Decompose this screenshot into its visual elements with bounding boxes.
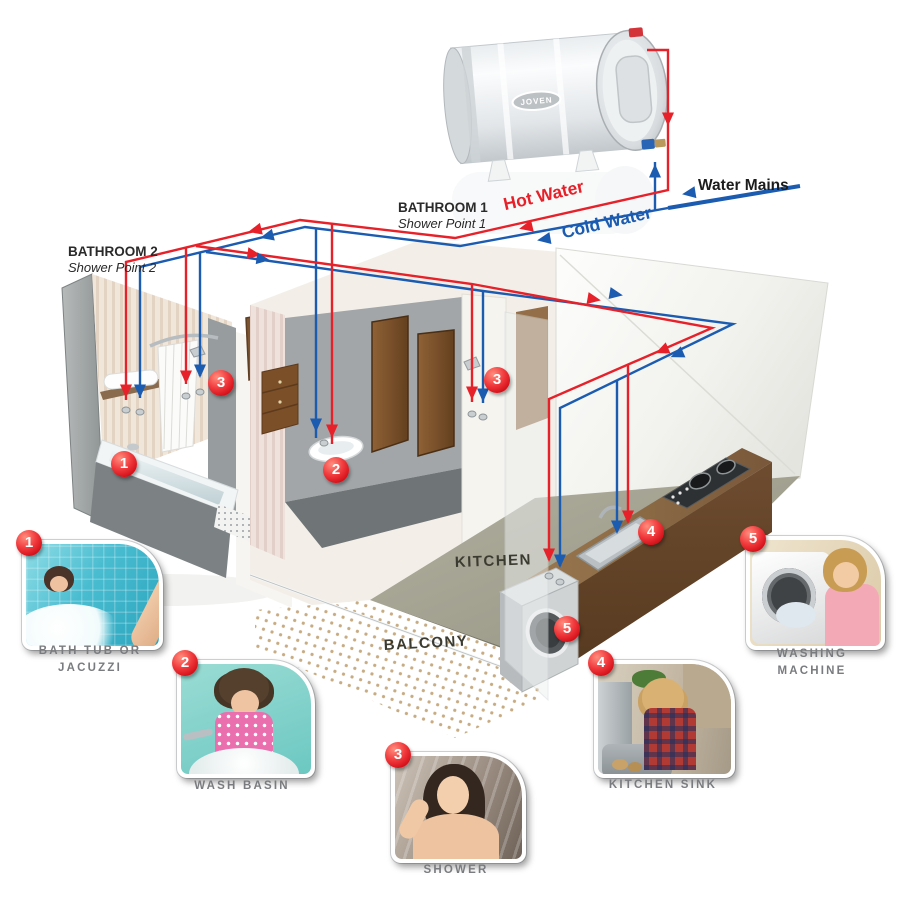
water-heater: JOVEN: [443, 27, 668, 182]
shower-shoulders: [413, 814, 499, 859]
heater-logo: JOVEN: [511, 90, 562, 111]
photo-bath-tub: [26, 544, 159, 646]
caption-kitchen-sink: KITCHEN SINK: [608, 779, 718, 791]
cabinet: [261, 363, 299, 435]
water-mains-label: Water Mains: [698, 177, 789, 194]
diagram-badge-5: 5: [554, 616, 580, 642]
machine-laundry: [776, 602, 816, 628]
photo-shower: [395, 756, 522, 859]
cold-inlet-fitting: [641, 138, 655, 150]
legend-card-kitchen-sink: [594, 660, 735, 778]
bath-face: [50, 576, 68, 592]
basin-face: [231, 690, 259, 716]
bathroom2-subtitle: Shower Point 2: [68, 260, 157, 275]
legend-card-washing-machine: [746, 536, 885, 650]
diagram-badge-4: 4: [638, 519, 664, 545]
photo-kitchen-sink: [598, 664, 731, 774]
card-badge-4: 4: [588, 650, 614, 676]
sink-potato: [612, 759, 628, 770]
fixture-fittings: [121, 388, 565, 586]
bath-foam: [26, 604, 124, 646]
door-1: [371, 315, 409, 454]
shower-curtain: [149, 333, 219, 453]
card-badge-2: 2: [172, 650, 198, 676]
bathroom1-ledge: [285, 468, 502, 548]
bathroom1-title: BATHROOM 1: [398, 200, 488, 215]
card-badge-1: 1: [16, 530, 42, 556]
machine-woman-shirt: [825, 584, 879, 646]
diagram-badge-3b: 3: [484, 367, 510, 393]
shower-face: [437, 776, 469, 814]
cold-water-pipes: [138, 162, 801, 566]
basin-bowl: [189, 748, 299, 774]
card-badge-5: 5: [740, 526, 766, 552]
glass-panel: [504, 311, 549, 702]
towel-shelf: [100, 369, 166, 400]
photo-wash-basin: [181, 664, 311, 774]
heater-brand-text: JOVEN: [520, 95, 553, 107]
basin-tap: [182, 727, 214, 742]
balcony-label: BALCONY: [383, 633, 468, 654]
diagram-badge-3a: 3: [208, 370, 234, 396]
door-2: [417, 329, 455, 457]
sink-plaid-dress: [644, 708, 696, 770]
bath-leg: [126, 558, 159, 646]
diagram-badge-2: 2: [323, 457, 349, 483]
card-badge-3: 3: [385, 742, 411, 768]
kitchen-label: KITCHEN: [455, 551, 533, 571]
hot-water-pipes: [124, 48, 717, 560]
legend-card-shower: [391, 752, 526, 863]
bathroom1-subtitle: Shower Point 1: [398, 216, 486, 231]
hot-outlet-fitting: [628, 27, 644, 38]
photo-washing-machine: [750, 540, 881, 646]
heater-control-panel: [615, 55, 653, 124]
sink-potato2: [628, 762, 642, 772]
legend-card-bath-tub: [22, 540, 163, 650]
shower-head-bathroom2: [189, 345, 206, 358]
machine-woman-face: [833, 562, 859, 588]
kitchen-faucet: [598, 505, 622, 519]
bathroom2-title: BATHROOM 2: [68, 244, 158, 259]
diagram-badge-1: 1: [111, 451, 137, 477]
kitchen-wall: [555, 247, 829, 503]
legend-card-wash-basin: [177, 660, 315, 778]
caption-wash-basin: WASH BASIN: [194, 780, 290, 792]
caption-shower: SHOWER: [423, 864, 489, 876]
balcony-floor: [255, 600, 540, 738]
